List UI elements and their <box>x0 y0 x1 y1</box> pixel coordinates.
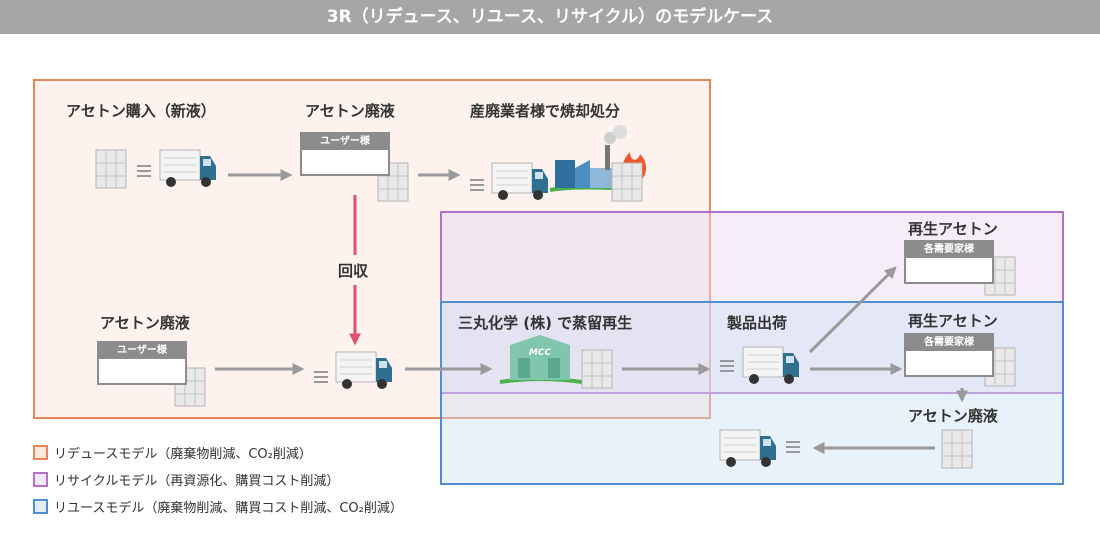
dealer-card-top: 各需要家様 <box>904 240 994 284</box>
legend-text: リデュースモデル（廃棄物削減、CO₂削減） <box>54 447 312 462</box>
legend-reuse: リユースモデル（廃棄物削減、購買コスト削減、CO₂削減） <box>33 497 403 516</box>
drum-icon <box>611 162 643 202</box>
factory-sign: MCC <box>529 348 552 358</box>
truck-icon <box>719 429 777 468</box>
drum-icon <box>95 149 127 189</box>
dealer-tag: 各需要家様 <box>906 335 992 351</box>
label-collect: 回収 <box>338 262 369 280</box>
factory-icon <box>549 125 643 192</box>
dealer-tag: 各需要家様 <box>906 242 992 258</box>
legend-recycle: リサイクルモデル（再資源化、購買コスト削減） <box>33 470 339 489</box>
legend-text: リサイクルモデル（再資源化、購買コスト削減） <box>54 474 340 489</box>
flow-arrow <box>808 266 897 354</box>
truck-icon <box>742 346 800 385</box>
legend-swatch <box>33 472 48 487</box>
user-card-top: ユーザー様 <box>300 132 390 176</box>
label-mcc-distillation: 三丸化学 (株) で蒸留再生 <box>458 314 633 332</box>
truck-icon <box>335 351 393 390</box>
legend-text: リユースモデル（廃棄物削減、購買コスト削減、CO₂削減） <box>54 501 403 516</box>
truck-icon <box>491 162 549 201</box>
user-tag: ユーザー様 <box>302 134 388 150</box>
equals-icon <box>313 371 329 383</box>
label-waste-left: アセトン廃液 <box>100 314 190 332</box>
label-acetone-purchase: アセトン購入（新液） <box>66 102 216 120</box>
equals-icon <box>136 165 152 177</box>
label-waste-top: アセトン廃液 <box>305 102 395 120</box>
mcc-factory-icon: MCC <box>499 335 583 384</box>
drum-icon <box>941 429 973 469</box>
legend-swatch <box>33 445 48 460</box>
label-regenerated-top: 再生アセトン <box>908 220 998 238</box>
user-card-left: ユーザー様 <box>97 341 187 385</box>
label-product-shipment: 製品出荷 <box>727 314 788 332</box>
equals-icon <box>785 441 801 453</box>
equals-icon <box>469 179 485 191</box>
legend-swatch <box>33 499 48 514</box>
label-regenerated-mid: 再生アセトン <box>908 312 998 330</box>
page-title: 3R（リデュース、リユース、リサイクル）のモデルケース <box>0 0 1100 34</box>
equals-icon <box>719 360 735 372</box>
dealer-card-mid: 各需要家様 <box>904 333 994 377</box>
user-tag: ユーザー様 <box>99 343 185 359</box>
legend-reduce: リデュースモデル（廃棄物削減、CO₂削減） <box>33 443 312 462</box>
drum-icon <box>581 349 613 389</box>
label-incineration: 産廃業者様で焼却処分 <box>470 102 621 120</box>
truck-icon <box>159 149 217 188</box>
label-waste-right: アセトン廃液 <box>908 407 998 425</box>
